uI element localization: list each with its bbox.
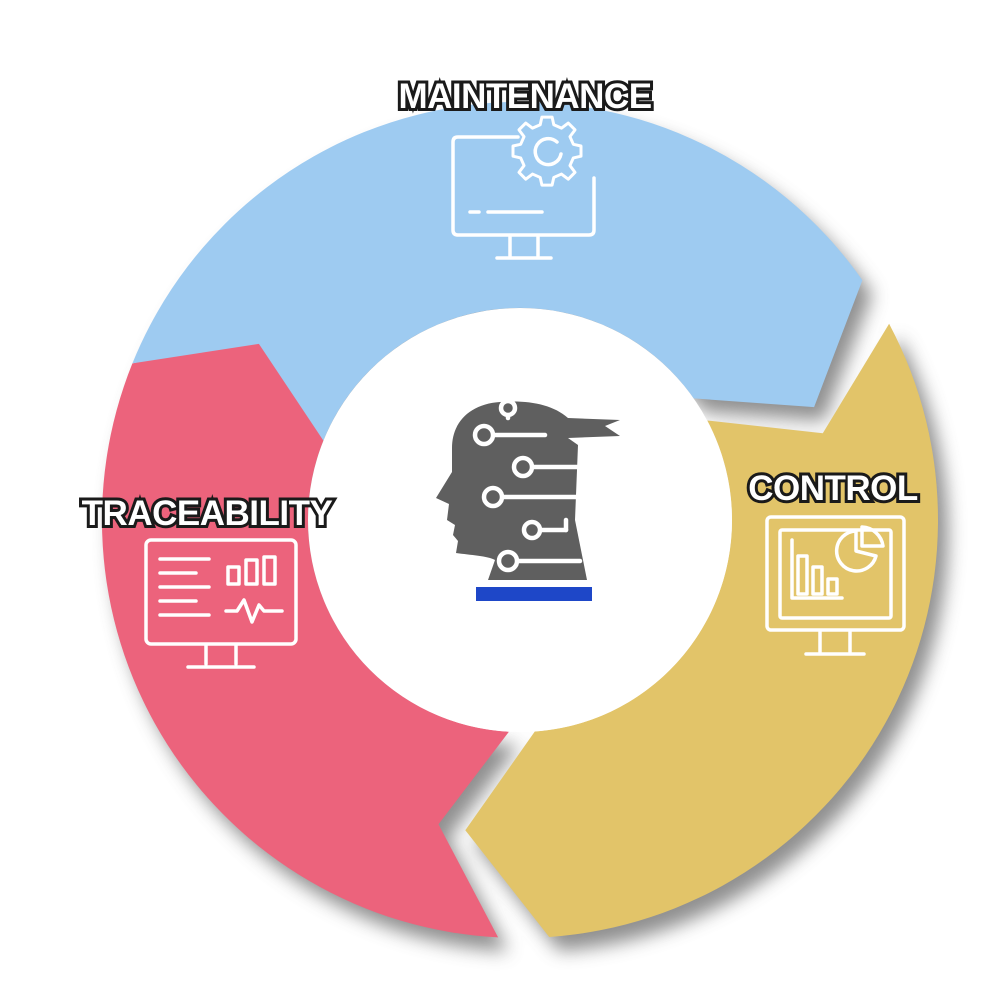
traceability-segment[interactable] (101, 334, 509, 938)
monitor-chart-icon (765, 515, 906, 656)
control-label: CONTROL (748, 469, 918, 508)
maintenance-segment[interactable] (132, 101, 863, 441)
monitor-gear-icon (451, 115, 596, 260)
ai-head-circuit-icon (436, 398, 620, 601)
maintenance-label: MAINTENANCE (398, 77, 651, 116)
monitor-dashboard-icon (144, 538, 298, 669)
traceability-label: TRACEABILITY (82, 494, 333, 533)
control-segment[interactable] (465, 323, 939, 937)
